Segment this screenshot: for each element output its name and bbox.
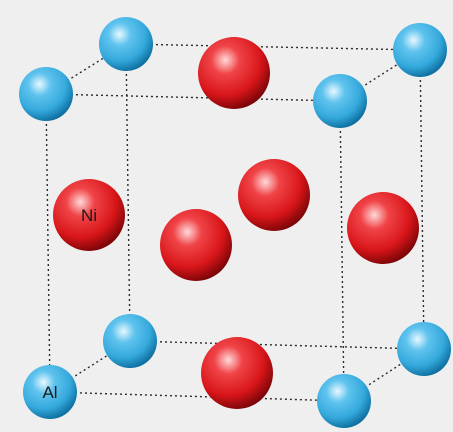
- ni-atom-front-face: [160, 209, 232, 281]
- edge-vertical-front-right: [339, 100, 345, 402]
- al-atom-top-back-right: [393, 23, 447, 77]
- edge-top-back: [125, 43, 421, 51]
- edge-bottom-back: [129, 340, 425, 350]
- aluminum-atoms-back: [99, 17, 451, 376]
- al-atom-bottom-back-left: [103, 314, 157, 368]
- aluminum-atoms-front: [19, 67, 371, 428]
- edge-bottom-front: [49, 391, 345, 402]
- edge-top-front: [45, 93, 341, 102]
- al-atom-bottom-front-left: [23, 365, 77, 419]
- nickel-label: Ni: [81, 206, 97, 225]
- al-atom-top-front-right: [313, 74, 367, 128]
- ni-atom-left-face: [53, 179, 125, 251]
- al-atom-bottom-back-right: [397, 322, 451, 376]
- al-atom-bottom-front-right: [317, 374, 371, 428]
- nickel-atoms: [53, 37, 419, 409]
- ni-atom-bottom-face: [201, 337, 273, 409]
- ni-atom-top-face: [198, 37, 270, 109]
- al-atom-top-front-left: [19, 67, 73, 121]
- al-atom-top-back-left: [99, 17, 153, 71]
- ni-atom-right-face: [347, 192, 419, 264]
- ni-atom-back-face: [238, 159, 310, 231]
- aluminum-label: Al: [42, 383, 57, 402]
